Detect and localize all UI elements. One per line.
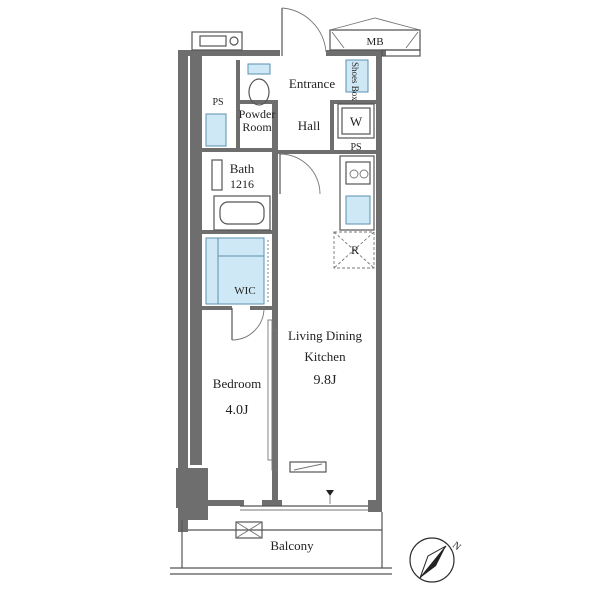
toilet xyxy=(247,63,271,106)
shoes-box xyxy=(345,59,369,93)
walls xyxy=(176,50,386,532)
hall-door xyxy=(279,153,321,195)
label-ps-left: PS xyxy=(212,97,223,108)
label-bath-line1: Bath xyxy=(230,161,255,176)
label-mb: MB xyxy=(366,36,383,48)
label-bath-line2: 1216 xyxy=(230,177,254,191)
label-bedroom-size: 4.0J xyxy=(226,403,250,418)
floor-panel xyxy=(289,461,327,473)
bathtub xyxy=(211,159,271,231)
label-bedroom: Bedroom xyxy=(213,376,261,391)
label-entrance: Entrance xyxy=(289,76,335,91)
ac-unit xyxy=(191,31,243,51)
label-powder-line2: Room xyxy=(242,120,272,134)
sliding-partition xyxy=(267,319,277,471)
label-powder-line1: Powder xyxy=(239,107,276,121)
label-washer: W xyxy=(350,114,363,129)
label-shoes-box: Shoes Box xyxy=(350,62,360,101)
balcony-window xyxy=(240,490,368,511)
label-ldk-size: 9.8J xyxy=(314,373,338,388)
label-refrigerator: R xyxy=(351,243,359,257)
label-ps-right: PS xyxy=(350,142,361,153)
washer-space xyxy=(337,103,375,139)
label-wic: WIC xyxy=(234,285,255,297)
balcony xyxy=(170,512,392,575)
kitchen-counter xyxy=(339,155,375,231)
refrigerator-space xyxy=(333,231,375,269)
label-balcony: Balcony xyxy=(270,538,314,553)
powder-sink xyxy=(205,113,227,147)
entrance-door xyxy=(281,7,327,56)
meter-box xyxy=(329,17,421,57)
label-ldk-line2: Kitchen xyxy=(304,349,346,364)
label-hall: Hall xyxy=(298,118,321,133)
bedroom-door xyxy=(231,307,265,341)
wic-shelving xyxy=(205,237,269,305)
label-ldk-line1: Living Dining xyxy=(288,328,363,343)
north-arrow-icon xyxy=(409,537,455,583)
